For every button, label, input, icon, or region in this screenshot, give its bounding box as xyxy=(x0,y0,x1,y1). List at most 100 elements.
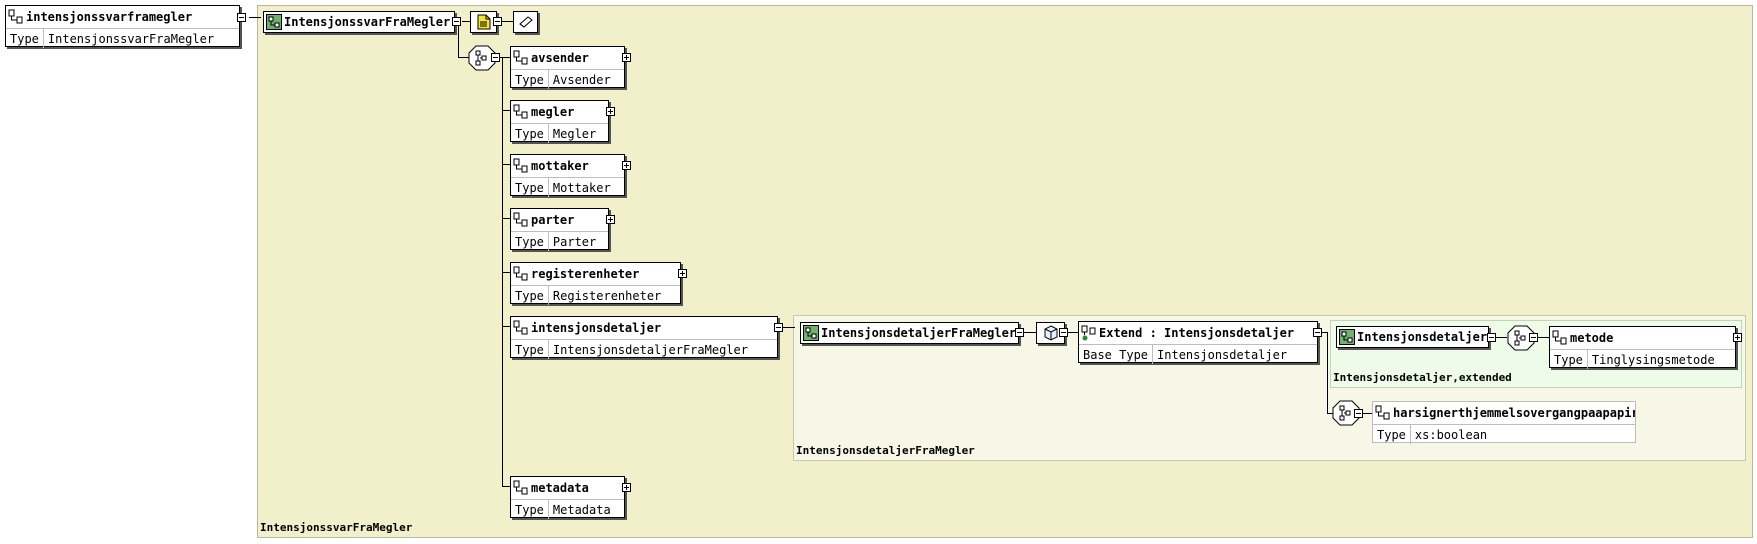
element-name: intensjonssvarframegler xyxy=(26,10,193,24)
collapse-toggle-icon[interactable] xyxy=(237,13,246,22)
connector xyxy=(497,21,513,22)
region-label-intensjonsdetaljer-extended: Intensjonsdetaljer,extended xyxy=(1333,371,1512,384)
element-name: intensjonsdetaljer xyxy=(531,321,662,335)
region-label-intensjonsdetaljerframegler: IntensjonsdetaljerFraMegler xyxy=(796,444,975,457)
type-key: Type xyxy=(6,29,44,48)
collapse-toggle-icon[interactable] xyxy=(452,17,461,26)
connector xyxy=(781,327,795,328)
connector xyxy=(1327,332,1328,414)
element-name: mottaker xyxy=(531,159,589,173)
type-value: Metadata xyxy=(552,502,611,517)
element-name: parter xyxy=(531,213,575,227)
collapse-toggle-icon[interactable] xyxy=(1313,328,1322,337)
connector xyxy=(1022,332,1036,333)
complex-type-icon xyxy=(266,14,282,30)
type-value: Registerenheter xyxy=(552,288,662,303)
expand-toggle-icon[interactable] xyxy=(606,107,615,116)
connector xyxy=(502,272,510,273)
element-name: megler xyxy=(531,105,575,119)
expand-toggle-icon[interactable] xyxy=(606,215,615,224)
type-key: Type xyxy=(511,286,549,305)
type-key: Type xyxy=(511,232,549,251)
expand-toggle-icon[interactable] xyxy=(622,161,631,170)
element-icon xyxy=(513,158,529,174)
element-intensjonssvarframegler[interactable]: intensjonssvarframegler Type Intensjonss… xyxy=(5,5,240,48)
collapse-toggle-icon[interactable] xyxy=(1015,328,1024,337)
element-icon xyxy=(513,266,529,282)
element-icon xyxy=(513,212,529,228)
complex-type-name: Intensjonsdetaljer xyxy=(1357,330,1488,344)
extension-name: Extend : Intensjonsdetaljer xyxy=(1099,326,1295,340)
connector xyxy=(1065,332,1078,333)
element-name: harsignerthjemmelsovergangpaapapir xyxy=(1393,406,1635,420)
sequence-compositor-icon[interactable] xyxy=(468,45,496,71)
type-value: Parter xyxy=(552,234,597,249)
sequence-compositor-icon[interactable] xyxy=(1507,325,1535,351)
complex-type-icon xyxy=(803,325,819,341)
connector xyxy=(502,486,510,487)
connector xyxy=(1534,337,1549,338)
type-value: Tinglysingsmetode xyxy=(1591,352,1715,367)
element-name: metadata xyxy=(531,481,589,495)
expand-toggle-icon[interactable] xyxy=(622,53,631,62)
complex-type-icon xyxy=(1339,329,1355,345)
collapse-toggle-icon[interactable] xyxy=(1487,333,1496,342)
type-value: IntensjonssvarFraMegler xyxy=(47,31,215,46)
connector xyxy=(502,326,510,327)
expand-toggle-icon[interactable] xyxy=(622,483,631,492)
collapse-toggle-icon[interactable] xyxy=(1529,333,1538,342)
collapse-toggle-icon[interactable] xyxy=(1354,409,1363,418)
type-key: Type xyxy=(511,500,549,519)
type-value: Avsender xyxy=(552,72,611,87)
sequence-compositor-icon[interactable] xyxy=(1332,400,1360,426)
extension-intensjonsdetaljer[interactable]: Extend : Intensjonsdetaljer Base Type In… xyxy=(1078,321,1318,364)
connector xyxy=(502,218,510,219)
expand-toggle-icon[interactable] xyxy=(678,269,687,278)
element-icon xyxy=(1552,330,1568,346)
connector xyxy=(1495,337,1507,338)
type-key: Type xyxy=(511,340,549,359)
connector xyxy=(458,21,459,58)
type-key: Type xyxy=(511,178,549,197)
element-name: avsender xyxy=(531,51,589,65)
complextype-intensjonsdetaljer[interactable]: Intensjonsdetaljer xyxy=(1336,326,1489,348)
connector xyxy=(1359,413,1372,414)
base-type-key: Base Type xyxy=(1079,345,1154,364)
connector xyxy=(458,57,470,58)
appinfo-icon[interactable] xyxy=(513,11,538,33)
element-icon xyxy=(513,320,529,336)
complextype-intensjonsdetaljerframegler[interactable]: IntensjonsdetaljerFraMegler xyxy=(800,322,1019,344)
type-key: Type xyxy=(1373,425,1411,444)
base-type-value: Intensjonsdetaljer xyxy=(1157,347,1288,362)
complex-type-name: IntensjonssvarFraMegler xyxy=(284,15,451,29)
element-name: registerenheter xyxy=(531,267,640,281)
connector xyxy=(1327,413,1335,414)
collapse-toggle-icon[interactable] xyxy=(774,323,783,332)
element-name: metode xyxy=(1570,331,1614,345)
expand-toggle-icon[interactable] xyxy=(1733,333,1742,342)
complextype-intensjonssvarframegler[interactable]: IntensjonssvarFraMegler xyxy=(263,11,455,33)
element-icon xyxy=(513,50,529,66)
region-label-intensjonssvarframegler: IntensjonssvarFraMegler xyxy=(260,521,413,534)
connector xyxy=(1322,332,1328,333)
collapse-toggle-icon[interactable] xyxy=(493,17,502,26)
element-icon xyxy=(513,480,529,496)
type-value: Megler xyxy=(552,126,597,141)
connector xyxy=(462,21,472,22)
collapse-toggle-icon[interactable] xyxy=(1059,328,1068,337)
type-key: Type xyxy=(511,70,549,89)
complex-type-name: IntensjonsdetaljerFraMegler xyxy=(821,326,1017,340)
element-icon xyxy=(8,9,24,25)
collapse-toggle-icon[interactable] xyxy=(491,53,500,62)
type-key: Type xyxy=(511,124,549,143)
element-icon xyxy=(1375,405,1391,421)
